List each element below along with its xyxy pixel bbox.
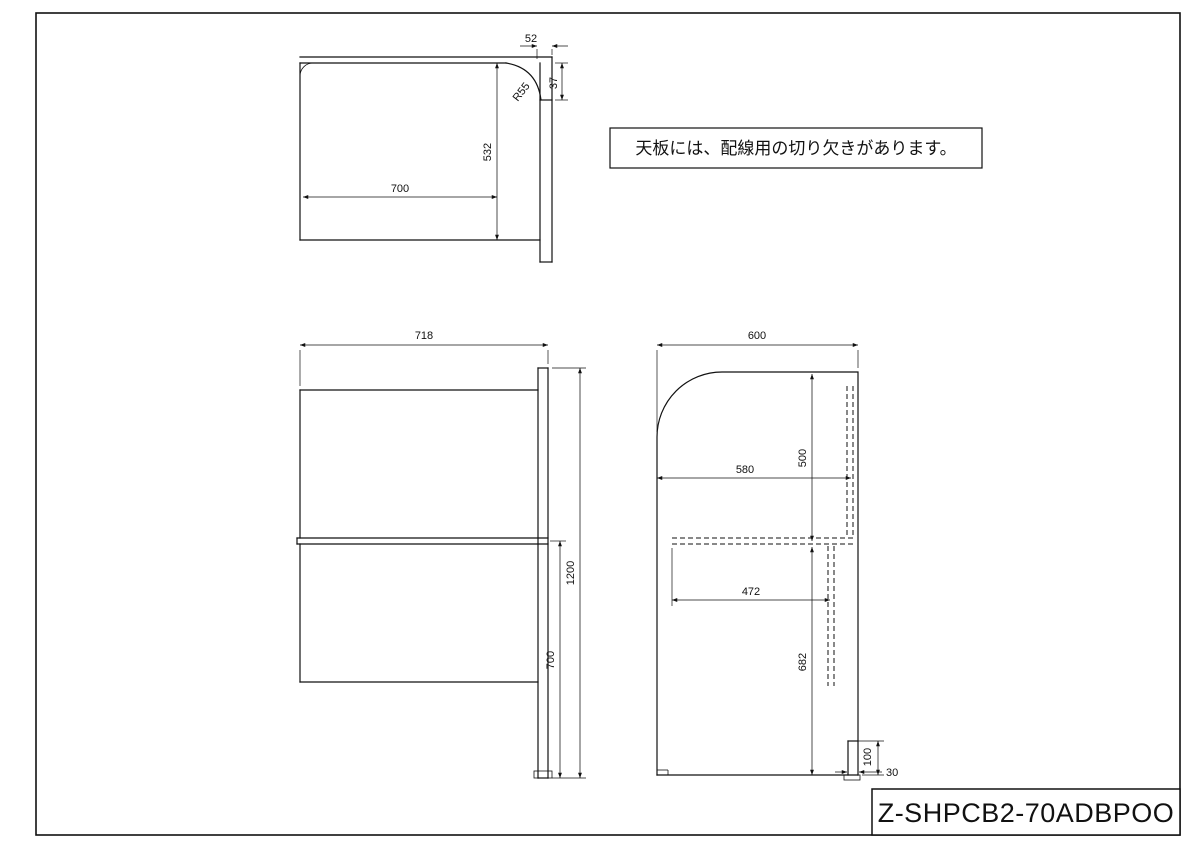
- dim-top-cutout-radius: R55: [511, 81, 533, 104]
- side-view: 600 500 580 472 682 100 30: [656, 330, 898, 781]
- dim-side-lower-height: 682: [797, 653, 809, 671]
- title-block: Z-SHPCB2-70ADBPOO: [871, 788, 1181, 836]
- note-box: 天板には、配線用の切り欠きがあります。: [609, 127, 983, 169]
- dim-side-top-depth: 580: [736, 464, 754, 476]
- dim-side-shelf-depth: 472: [742, 586, 760, 598]
- dim-front-width: 718: [415, 330, 433, 342]
- sheet-border: [35, 12, 1181, 836]
- dim-side-depth: 600: [748, 330, 766, 342]
- dim-top-width: 700: [391, 183, 409, 195]
- model-number: Z-SHPCB2-70ADBPOO: [878, 798, 1175, 828]
- dim-front-total-height: 1200: [565, 561, 577, 585]
- title-block-frame: [871, 788, 1181, 836]
- top-view: 52 37 R55 532 700: [299, 33, 568, 263]
- top-view-outline: [299, 56, 553, 263]
- note-text: 天板には、配線用の切り欠きがあります。: [635, 139, 956, 158]
- side-view-hidden-lines: [672, 386, 856, 686]
- dim-side-base-inset: 30: [886, 767, 898, 779]
- dim-front-desk-height: 700: [545, 651, 557, 669]
- side-view-dimensions: 600 500 580 472 682 100 30: [656, 330, 898, 779]
- dim-side-upper-height: 500: [797, 449, 809, 467]
- dim-top-depth: 532: [482, 143, 494, 161]
- front-view-dimensions: 718 1200 700: [299, 330, 586, 779]
- top-view-dimensions: 52 37 R55 532 700: [303, 33, 568, 240]
- dim-top-cutout-depth: 37: [548, 77, 560, 89]
- dim-top-cutout-width: 52: [525, 33, 537, 45]
- front-view-outline: [296, 367, 553, 779]
- side-view-outline: [656, 371, 861, 781]
- dim-side-base-height: 100: [862, 748, 874, 766]
- front-view: 718 1200 700: [296, 330, 586, 779]
- note-box-frame: [609, 127, 983, 169]
